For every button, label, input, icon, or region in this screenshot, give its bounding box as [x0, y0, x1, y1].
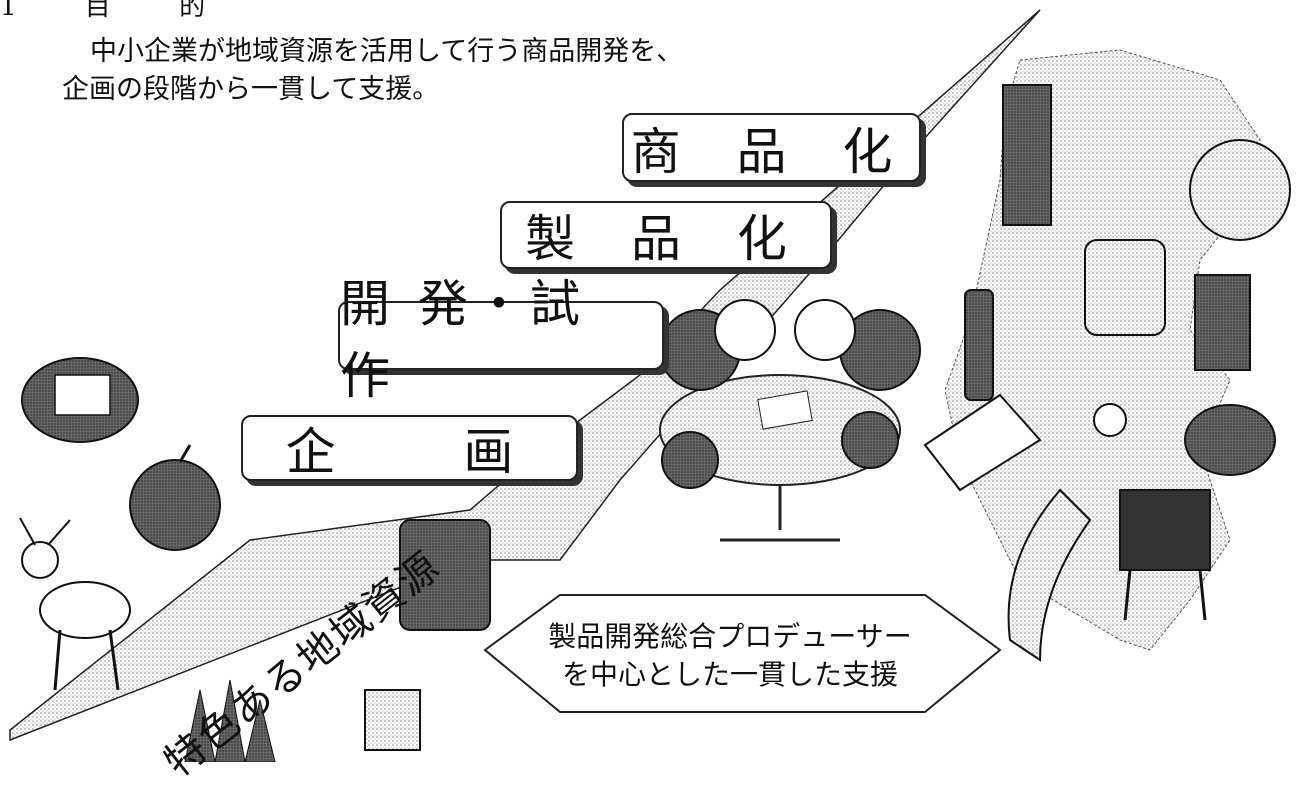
team-meeting-illustration — [659, 299, 921, 542]
support-line-2: を中心とした一貫した支援 — [561, 658, 898, 691]
shellfish-illustration — [399, 519, 491, 631]
deer-illustration — [19, 517, 131, 691]
wrapped-package-illustration — [923, 393, 1042, 492]
purpose-line-1: 中小企業が地域資源を活用して行う商品開発を、 — [90, 36, 684, 67]
knife-illustration — [364, 689, 421, 751]
step-development-prototype: 開 発・試 作 — [338, 275, 664, 405]
jam-jar-illustration — [1084, 239, 1166, 336]
watch-illustration — [1093, 403, 1127, 437]
step-planning: 企 画 — [241, 415, 578, 481]
doll-illustration — [1002, 84, 1052, 226]
scarf-illustration — [1007, 488, 1092, 662]
support-hexagon — [483, 594, 1002, 713]
section-heading: 1 目 的 — [0, 0, 236, 22]
local-resource-illustrations — [19, 357, 491, 762]
step-commercialization: 商 品 化 — [622, 113, 921, 182]
stove-illustration — [1119, 489, 1211, 571]
grass-illustration — [184, 679, 276, 762]
bowl-illustration — [1189, 139, 1291, 241]
donburi-illustration — [1184, 404, 1276, 476]
product-illustrations — [923, 84, 1291, 662]
craft-illustration — [1194, 274, 1251, 371]
support-text: 製品開発総合プロデューサー を中心とした一貫した支援 — [520, 618, 940, 694]
purpose-line-2: 企画の段階から一貫して支援。 — [62, 74, 440, 105]
diagram-graphics — [9, 9, 1291, 762]
bottle-illustration — [964, 289, 994, 401]
apple-illustration — [129, 459, 221, 551]
step-productization: 製 品 化 — [500, 201, 832, 269]
support-line-1: 製品開発総合プロデューサー — [548, 620, 912, 653]
